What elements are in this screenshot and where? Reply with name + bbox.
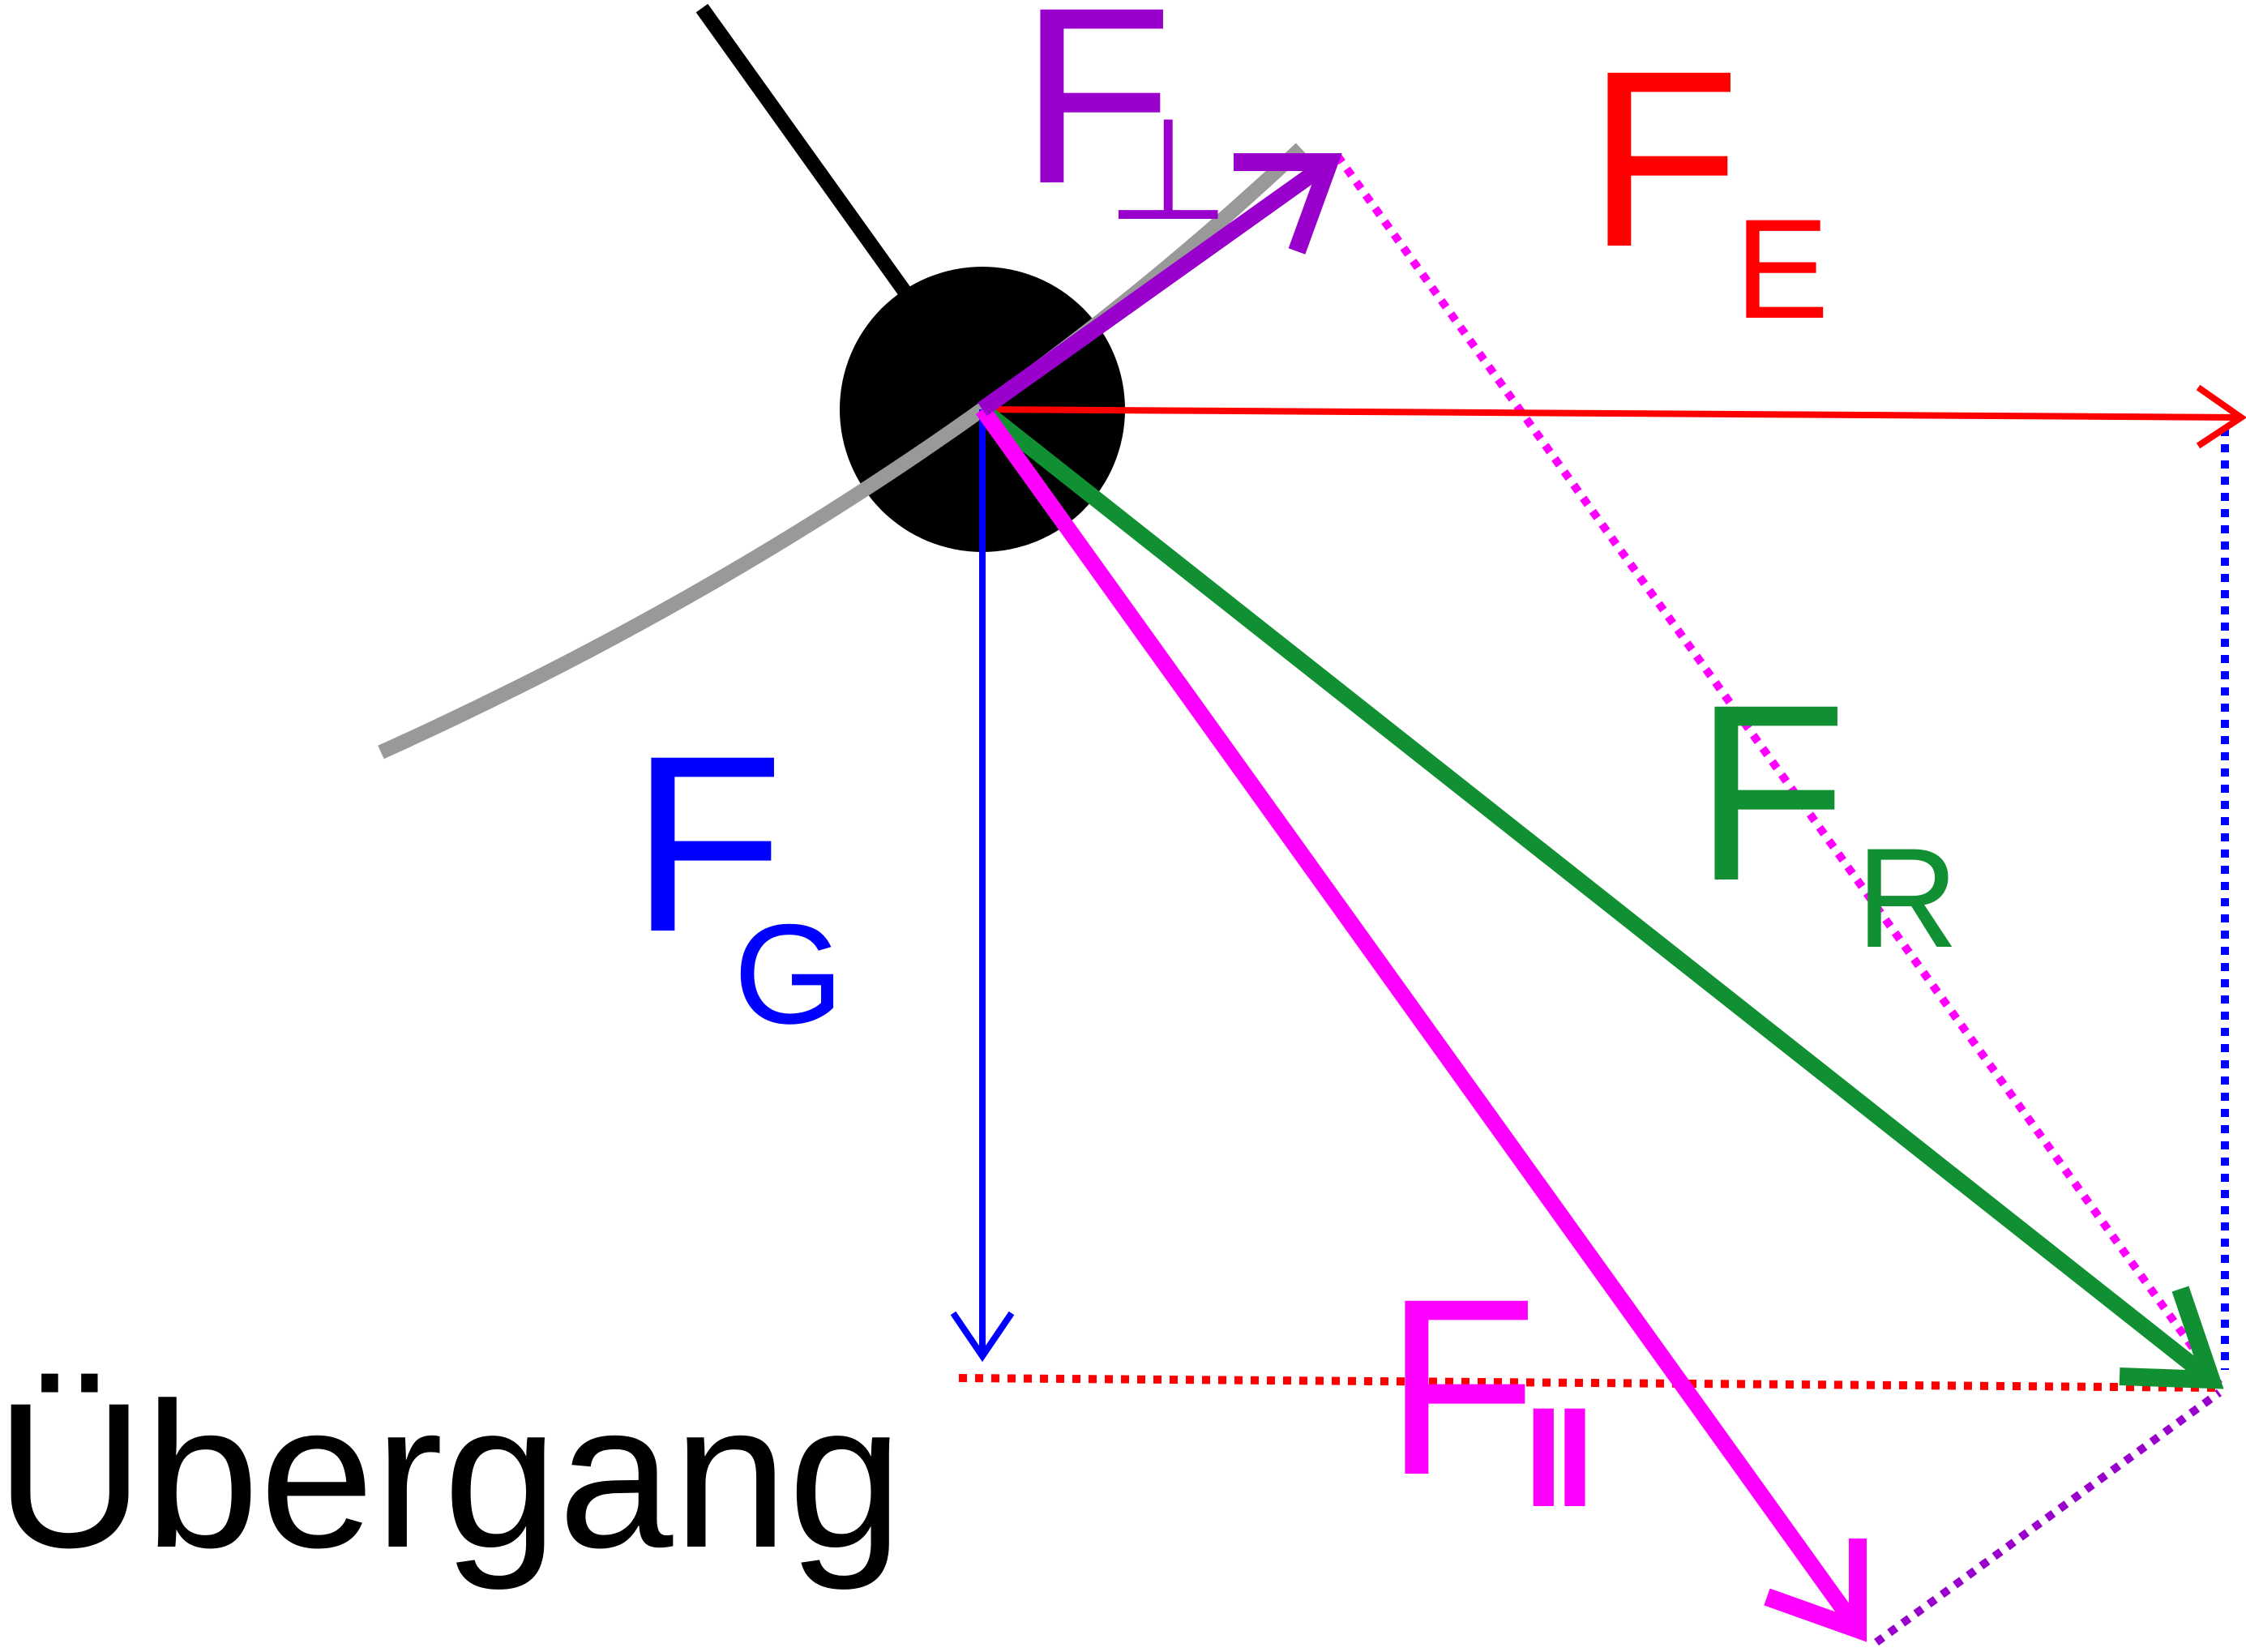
label-force-parallel-sub: II	[1524, 1379, 1586, 1537]
label-force-r: F R	[1694, 652, 1958, 978]
force-perp-arrow	[978, 153, 1342, 417]
label-force-perp-sub: ⊥	[1106, 92, 1230, 250]
label-force-parallel: F II	[1384, 1246, 1594, 1537]
label-force-parallel-main: F	[1384, 1246, 1538, 1527]
construction-line-horizontal	[958, 1374, 2218, 1392]
force-parallel-arrow	[975, 404, 1867, 1642]
caption-label: Übergang	[0, 1360, 903, 1591]
label-force-g: F G	[631, 703, 844, 1054]
label-force-r-sub: R	[1856, 820, 1958, 978]
pendulum-string	[695, 3, 914, 301]
label-force-e-main: F	[1587, 18, 1740, 299]
force-r-arrow	[977, 403, 2224, 1389]
label-force-perp: F ⊥	[1020, 0, 1230, 250]
label-force-perp-main: F	[1020, 0, 1173, 236]
label-force-e-sub: E	[1735, 190, 1829, 349]
force-e-arrow	[982, 384, 2246, 449]
swing-arc	[378, 143, 1307, 760]
label-force-g-sub: G	[734, 896, 844, 1054]
label-force-r-main: F	[1694, 652, 1847, 933]
construction-line-perpendicular	[1874, 1389, 2222, 1646]
label-force-g-main: F	[631, 703, 784, 984]
force-g-arrow	[950, 409, 1015, 1363]
label-force-e: F E	[1587, 18, 1829, 349]
